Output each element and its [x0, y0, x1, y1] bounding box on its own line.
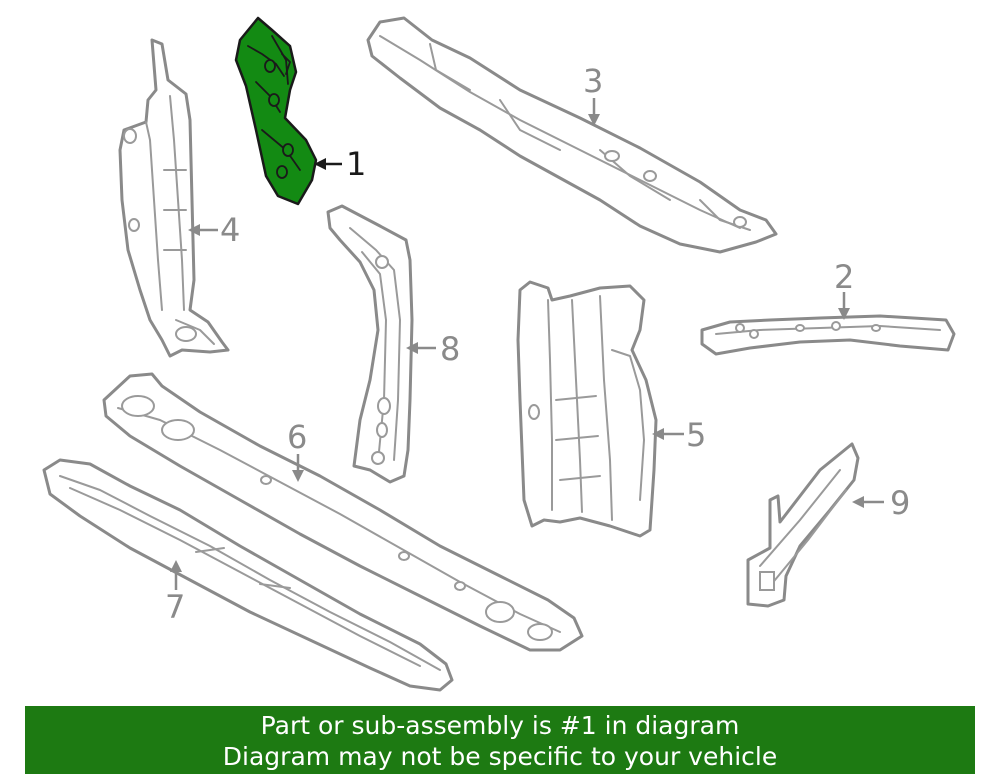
parts-diagram: 1 2 3 4 5 6 7 8 9 [42, 16, 956, 692]
callout-9: 9 [852, 484, 910, 522]
callout-3: 3 [583, 62, 603, 126]
svg-text:3: 3 [583, 62, 603, 100]
svg-text:8: 8 [440, 330, 460, 368]
svg-text:1: 1 [346, 145, 366, 183]
part-4-left-side-support[interactable] [118, 38, 230, 358]
part-3-upper-tie-bar[interactable] [366, 16, 778, 254]
callout-4: 4 [188, 211, 240, 249]
callout-8: 8 [406, 330, 460, 368]
callout-6: 6 [287, 418, 307, 482]
part-2-cross-bar[interactable] [700, 314, 956, 356]
callout-5: 5 [652, 416, 706, 454]
part-1-bracket[interactable] [234, 16, 318, 206]
part-8-center-brace[interactable] [326, 204, 414, 484]
svg-text:5: 5 [686, 416, 706, 454]
svg-text:7: 7 [165, 588, 185, 626]
part-5-right-side-support[interactable] [516, 280, 658, 538]
callout-1: 1 [314, 145, 366, 183]
banner-line-2: Diagram may not be specific to your vehi… [222, 742, 778, 771]
callout-2: 2 [834, 258, 854, 320]
banner-line-1: Part or sub-assembly is #1 in diagram [260, 711, 740, 740]
part-9-small-bracket[interactable] [746, 442, 860, 608]
info-banner: Part or sub-assembly is #1 in diagram Di… [25, 706, 975, 774]
svg-text:6: 6 [287, 418, 307, 456]
svg-text:2: 2 [834, 258, 854, 296]
svg-text:4: 4 [220, 211, 240, 249]
callout-7: 7 [165, 560, 185, 626]
part-7-lower-bar[interactable] [42, 458, 454, 692]
part-6-lower-support[interactable] [102, 372, 584, 652]
svg-text:9: 9 [890, 484, 910, 522]
